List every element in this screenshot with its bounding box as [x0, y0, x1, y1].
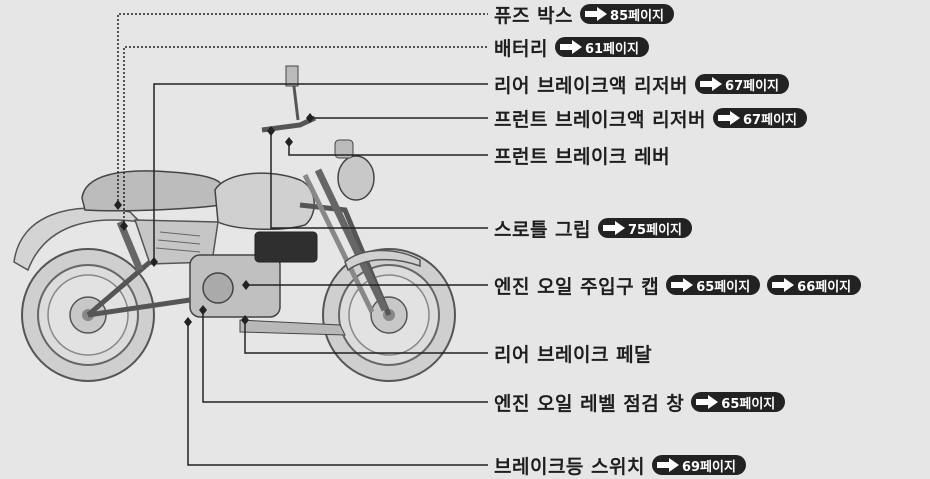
leader-rear-pedal — [244, 320, 488, 354]
seat — [81, 170, 223, 212]
callout-label: 프런트 브레이크 레버 — [494, 141, 670, 169]
callout-text: 배터리 — [494, 37, 548, 60]
callout-label: 엔진 오일 주입구 캡 65페이지 66페이지 — [494, 271, 862, 299]
callout-label: 엔진 오일 레벨 점검 창 65페이지 — [494, 388, 786, 416]
callout-text: 프런트 브레이크액 리저버 — [494, 108, 707, 131]
page-reference-text: 75페이지 — [628, 222, 682, 238]
page-reference-text: 61페이지 — [584, 41, 639, 57]
callout-text: 퓨즈 박스 — [494, 4, 574, 27]
leader-oil-window — [202, 310, 488, 403]
callout-label: 배터리 61페이지 — [494, 33, 649, 61]
page-reference-button[interactable]: 85페이지 — [580, 4, 675, 24]
callout-label: 리어 브레이크 페달 — [494, 339, 652, 367]
callout-label: 퓨즈 박스 85페이지 — [494, 0, 675, 28]
callout-label: 브레이크등 스위치 69페이지 — [494, 451, 746, 479]
right-arrow-icon — [699, 77, 723, 91]
page-reference-text: 85페이지 — [610, 8, 665, 24]
right-arrow-icon — [670, 278, 694, 292]
front-fork — [314, 168, 389, 312]
page-reference-text: 66페이지 — [797, 279, 852, 295]
page-reference-button[interactable]: 61페이지 — [554, 37, 649, 57]
leader-front-lever — [288, 142, 488, 156]
callout-text: 엔진 오일 주입구 캡 — [494, 275, 660, 298]
right-arrow-icon — [695, 395, 719, 409]
page-reference-button[interactable]: 69페이지 — [651, 455, 746, 475]
exhaust — [239, 319, 346, 336]
leader-brake-switch — [187, 322, 488, 466]
page-reference-text: 65페이지 — [696, 279, 751, 295]
callout-text: 리어 브레이크액 리저버 — [494, 74, 689, 97]
page-reference-text: 67페이지 — [725, 78, 780, 94]
leader-throttle — [270, 131, 488, 229]
callout-text: 스로틀 그립 — [494, 218, 592, 241]
right-arrow-icon — [771, 278, 795, 292]
leader-rear-reservoir — [153, 83, 488, 262]
callout-label: 프런트 브레이크액 리저버 67페이지 — [494, 104, 807, 132]
right-arrow-icon — [656, 458, 680, 472]
page-reference-button[interactable]: 67페이지 — [695, 74, 790, 94]
page-reference-button[interactable]: 75페이지 — [598, 218, 692, 238]
right-arrow-icon — [559, 40, 583, 54]
headlight — [334, 139, 375, 201]
callout-label: 스로틀 그립 75페이지 — [494, 214, 692, 242]
page-reference-button[interactable]: 65페이지 — [666, 275, 761, 295]
callout-text: 엔진 오일 레벨 점검 창 — [494, 392, 685, 415]
leader-fuse-box — [117, 13, 488, 205]
callout-text: 리어 브레이크 페달 — [494, 343, 653, 366]
front-fender — [344, 249, 421, 272]
engine — [189, 231, 318, 318]
callout-text: 브레이크등 스위치 — [494, 455, 645, 478]
right-arrow-icon — [602, 221, 626, 235]
page-reference-button[interactable]: 67페이지 — [713, 108, 807, 128]
right-arrow-icon — [717, 111, 741, 125]
page-reference-button[interactable]: 66페이지 — [767, 275, 862, 295]
leader-battery — [123, 46, 488, 226]
callout-text: 프런트 브레이크 레버 — [494, 145, 671, 168]
page-reference-text: 67페이지 — [743, 112, 797, 128]
page-reference-text: 65페이지 — [721, 396, 776, 412]
page-reference-button[interactable]: 65페이지 — [691, 392, 786, 412]
callout-label: 리어 브레이크액 리저버 67페이지 — [494, 70, 790, 98]
page-reference-text: 69페이지 — [681, 459, 736, 475]
right-arrow-icon — [584, 7, 608, 21]
